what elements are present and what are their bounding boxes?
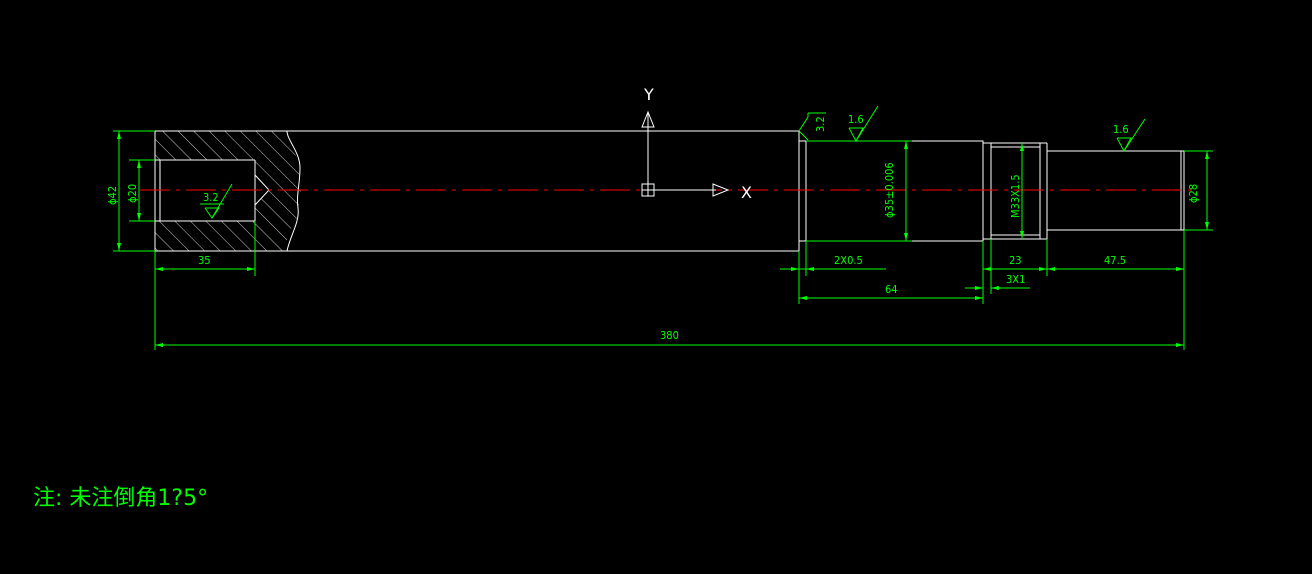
dim-total-label: 380: [660, 329, 679, 342]
dim-d28: [1184, 150, 1213, 231]
dim-undercut-label: 3X1: [1006, 273, 1025, 286]
drawing-note: 注: 未注倒角1?5°: [33, 486, 208, 511]
dim-d28-label: ϕ28: [1187, 184, 1200, 203]
dim-bore-depth: [154, 221, 256, 350]
roughness-bore-label: 3.2: [203, 191, 219, 204]
dim-chamfer-label: 2X0.5: [834, 254, 863, 267]
ucs-icon: [641, 110, 730, 197]
dim-m33-label: M33X1.5: [1009, 174, 1022, 218]
roughness-shoulder-label: 3.2: [814, 116, 827, 132]
dim-d42-label: ϕ42: [106, 186, 119, 205]
dim-journal-label: 64: [885, 283, 898, 296]
dim-chamfer: [780, 241, 886, 304]
dim-d20: [129, 159, 155, 222]
dim-d42: [113, 130, 155, 252]
ucs-x-label: X: [741, 183, 752, 202]
roughness-journal-symbol: [848, 105, 879, 143]
dim-thread-label: 23: [1009, 254, 1022, 267]
ucs-y-label: Y: [643, 85, 654, 104]
roughness-end-symbol: [1116, 118, 1146, 153]
dim-m33: [1020, 143, 1024, 239]
shaft-outline: [154, 130, 1185, 252]
roughness-shoulder-symbol: [798, 112, 826, 141]
dim-d35: [806, 140, 912, 242]
dim-end: [1047, 230, 1185, 350]
roughness-bore-symbol: [200, 183, 233, 219]
roughness-journal-label: 1.6: [848, 113, 864, 126]
dim-total: [155, 343, 1184, 347]
dim-thread: [983, 239, 1048, 276]
dim-d20-label: ϕ20: [126, 184, 139, 203]
dim-undercut: [965, 239, 1030, 294]
dim-end-label: 47.5: [1104, 254, 1126, 267]
roughness-end-label: 1.6: [1113, 123, 1129, 136]
dim-journal: [799, 241, 984, 304]
dim-bore-depth-label: 35: [198, 254, 211, 267]
dim-d35-label: ϕ35±0.006: [883, 162, 896, 218]
